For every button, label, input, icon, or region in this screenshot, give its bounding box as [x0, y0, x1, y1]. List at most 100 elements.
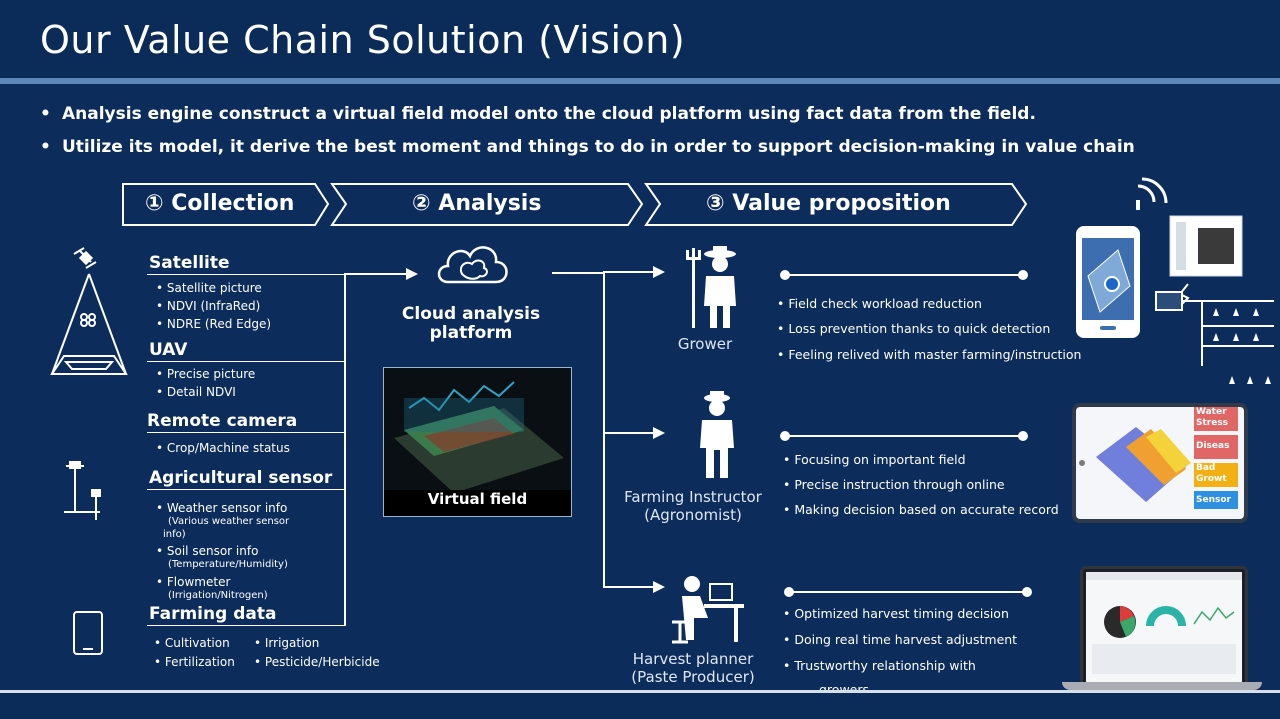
value-line [785, 435, 1023, 437]
sub-item: info) [163, 529, 186, 540]
item: • Crop/Machine status [156, 441, 290, 455]
bullet-2: • Utilize its model, it derive the best m… [40, 137, 1135, 157]
item: • NDVI (InfraRed) [156, 299, 261, 313]
label-text: Bad [1196, 463, 1216, 473]
item: • Flowmeter [156, 575, 231, 589]
arrow-to-instructor [603, 427, 665, 439]
grower-icon [686, 246, 736, 328]
prop: • Loss prevention thanks to quick detect… [777, 321, 1051, 336]
role-instructor: Farming Instructor [624, 488, 762, 506]
value-line [785, 274, 1023, 276]
line-dot [1022, 587, 1032, 597]
chevron-value [644, 183, 1028, 226]
cat-agri-sensor: Agricultural sensor [149, 468, 333, 488]
item: • Cultivation [154, 636, 230, 650]
item: • Soil sensor info [156, 544, 259, 558]
prop: • Optimized harvest timing decision [783, 606, 1009, 621]
item: • Precise picture [156, 367, 256, 381]
item: • Weather sensor info [156, 501, 288, 515]
sub-item: (Irrigation/Nitrogen) [168, 590, 268, 601]
label-sensor: Sensor [1194, 491, 1238, 509]
chevron-collection [122, 183, 330, 226]
prop: • Doing real time harvest adjustment [783, 632, 1018, 647]
roles-connector [603, 272, 605, 587]
prop: • Making decision based on accurate reco… [783, 502, 1059, 517]
prop: • Precise instruction through online [783, 477, 1005, 492]
role-planner: Harvest planner [632, 650, 754, 668]
analysis-out-line [552, 272, 604, 274]
cat-uav: UAV [149, 340, 188, 360]
prop: • Trustworthy relationship with [783, 658, 976, 673]
line-dot [1018, 270, 1028, 280]
planner-icon [672, 576, 744, 644]
prop: • Feeling relived with master farming/in… [777, 347, 1082, 362]
valve-icon [1155, 291, 1183, 311]
field-map [1079, 427, 1191, 502]
label-text: Water [1196, 407, 1227, 417]
arrow-to-grower [603, 266, 665, 278]
dashboard-screen [1086, 572, 1242, 682]
sub-item: (Various weather sensor [168, 516, 290, 527]
collection-connector [344, 274, 346, 626]
virtual-field-label: Virtual field [427, 490, 528, 508]
title-bar [0, 0, 1280, 80]
footer-bar [0, 693, 1280, 719]
cat-satellite: Satellite [149, 253, 230, 273]
cat-remote-camera: Remote camera [147, 411, 298, 431]
platform-label: Cloud analysis platform [401, 304, 541, 343]
signal-icon [1136, 200, 1140, 210]
laptop-dashboard-illustration [1080, 566, 1248, 688]
item: • Fertilization [154, 655, 235, 669]
item: • Pesticide/Herbicide [254, 655, 380, 669]
role-planner-sub: (Paste Producer) [631, 668, 755, 686]
line-dot [1018, 431, 1028, 441]
arrow-to-planner [603, 581, 665, 593]
label-disease: Diseas [1194, 435, 1238, 459]
prop: • Field check workload reduction [777, 296, 982, 311]
laptop-base [1062, 682, 1262, 690]
role-instructor-sub: (Agronomist) [644, 506, 742, 524]
role-grower: Grower [677, 335, 733, 353]
virtual-field-image [383, 367, 572, 517]
bullet-marker: • [40, 104, 51, 124]
arrow-to-cloud [344, 268, 418, 280]
bullet-text: Utilize its model, it derive the best mo… [62, 137, 1135, 157]
underline [147, 625, 345, 626]
stage-value-proposition: ③ Value proposition [706, 191, 951, 216]
label-text: Stress [1196, 418, 1229, 428]
prop: • Focusing on important field [783, 452, 966, 467]
smart-irrigation-illustration [1076, 177, 1274, 384]
bullet-text: Analysis engine construct a virtual fiel… [62, 104, 1036, 124]
stage-chevrons [122, 183, 1028, 226]
tablet-icon [73, 611, 103, 655]
sensor-pole-icon [64, 461, 101, 520]
value-line [789, 591, 1027, 593]
footer-rule [0, 690, 1280, 693]
virtual-field-render [384, 381, 571, 516]
stage-collection: ① Collection [145, 191, 295, 216]
underline [147, 489, 345, 490]
bullet-1: • Analysis engine construct a virtual fie… [40, 104, 1036, 124]
underline [147, 274, 345, 275]
stage-analysis: ② Analysis [412, 191, 542, 216]
underline [147, 361, 345, 362]
cat-farming-data: Farming data [149, 604, 277, 624]
item: • NDRE (Red Edge) [156, 317, 272, 331]
instructor-icon [700, 391, 734, 478]
chevron-analysis [330, 183, 644, 226]
underline [147, 432, 345, 433]
item: • Irrigation [254, 636, 320, 650]
title-rule [0, 78, 1280, 84]
sub-item: (Temperature/Humidity) [168, 559, 288, 570]
page-title: Our Value Chain Solution (Vision) [40, 18, 686, 62]
item: • Satellite picture [156, 281, 262, 295]
label-text: Growt [1196, 474, 1227, 484]
satellite-uav-icon [50, 247, 128, 375]
cloud-brain-icon [437, 246, 508, 284]
bullet-marker: • [40, 137, 51, 157]
item: • Detail NDVI [156, 385, 236, 399]
